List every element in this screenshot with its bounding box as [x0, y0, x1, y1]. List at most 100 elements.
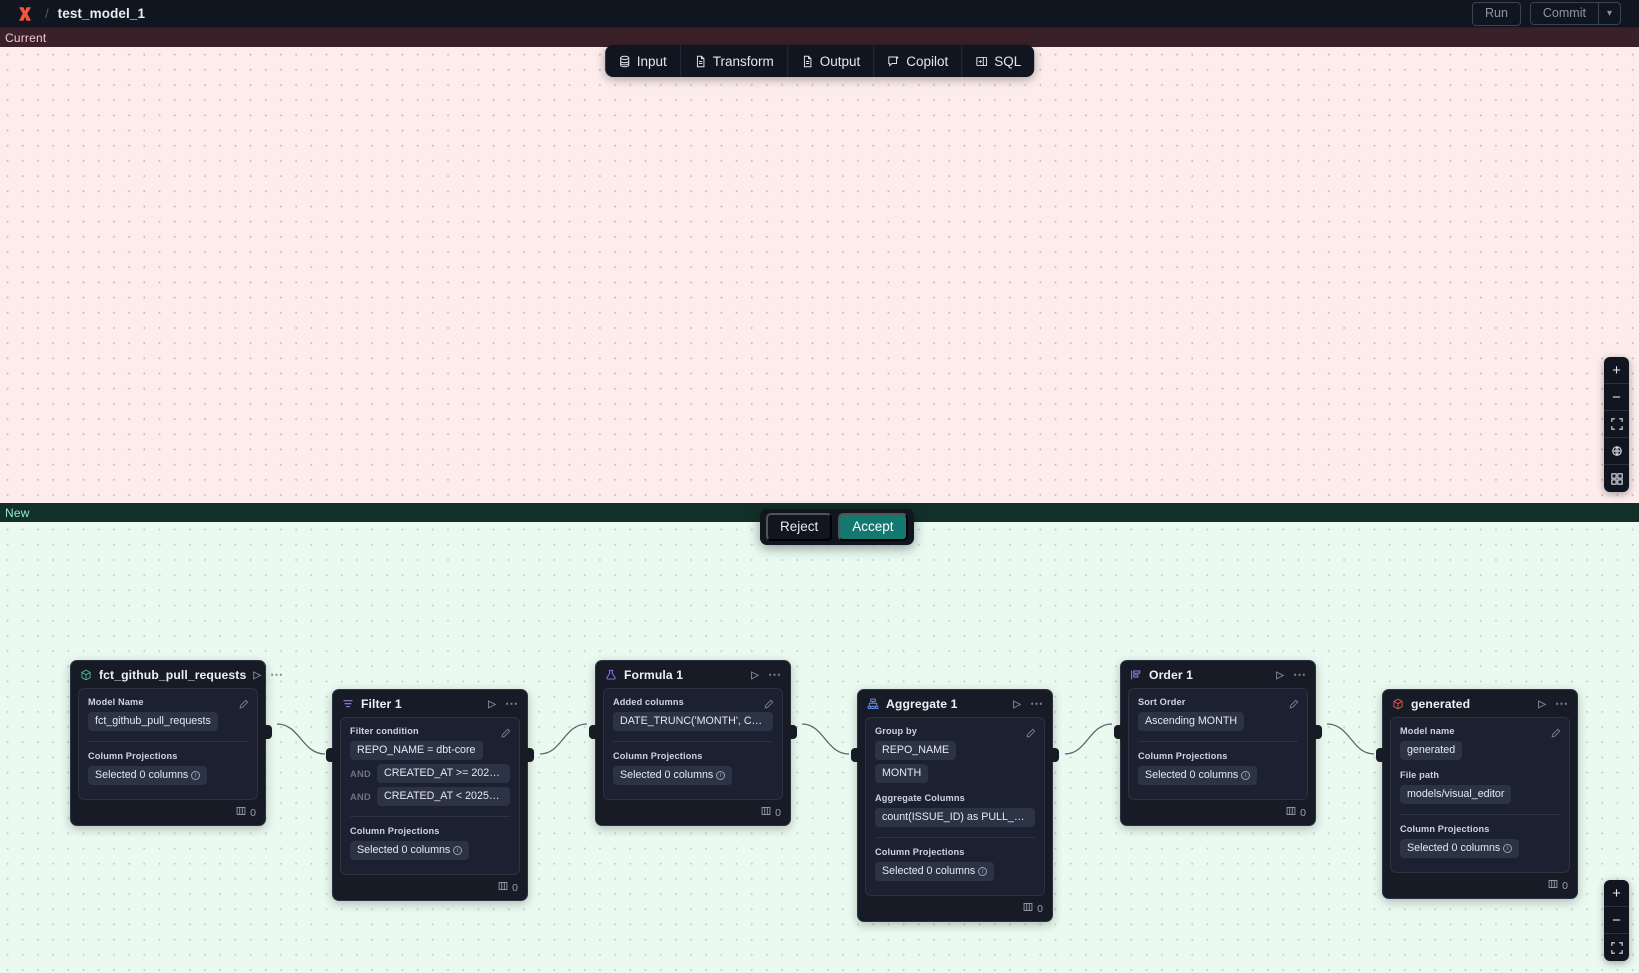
plus-icon[interactable]: + — [1604, 357, 1629, 384]
input-handle[interactable] — [851, 748, 865, 762]
play-icon[interactable]: ▷ — [751, 669, 759, 681]
section-label: Filter condition — [350, 726, 419, 736]
play-icon[interactable]: ▷ — [253, 669, 262, 681]
hex-x-logo-icon[interactable] — [14, 3, 36, 25]
node-generated-output[interactable]: generated ▷ ⋯ Model name generated File … — [1376, 689, 1578, 899]
edit-pencil-icon[interactable] — [1289, 696, 1299, 714]
new-canvas[interactable]: fct_github_pull_requests ▷ ⋯ Model Name … — [0, 522, 1639, 973]
more-options-icon[interactable]: ⋯ — [1030, 696, 1044, 711]
pill-text: Selected 0 columns — [620, 769, 714, 781]
node-source[interactable]: fct_github_pull_requests ▷ ⋯ Model Name … — [70, 660, 283, 826]
info-icon[interactable]: i — [978, 867, 988, 876]
output-handle[interactable] — [783, 725, 797, 739]
columns-icon — [1548, 879, 1558, 892]
info-icon[interactable]: i — [1503, 844, 1513, 853]
minimap-icon[interactable] — [1604, 465, 1629, 492]
group-by-pill[interactable]: MONTH — [875, 764, 929, 783]
node-header[interactable]: generated ▷ ⋯ — [1383, 690, 1577, 717]
more-options-icon[interactable]: ⋯ — [270, 667, 285, 682]
more-options-icon[interactable]: ⋯ — [1293, 667, 1307, 682]
section-label: Group by — [875, 726, 918, 736]
sort-order-pill[interactable]: Ascending MONTH — [1138, 712, 1245, 731]
toolbar-item-sql[interactable]: SQL — [962, 45, 1034, 77]
info-icon[interactable]: i — [453, 846, 463, 855]
node-header[interactable]: Order 1 ▷ ⋯ — [1121, 661, 1315, 688]
toolbar-item-transform[interactable]: Transform — [681, 45, 788, 77]
node-footer: 0 — [333, 875, 527, 900]
input-handle[interactable] — [326, 748, 340, 762]
output-handle[interactable] — [520, 748, 534, 762]
added-columns-pill[interactable]: DATE_TRUNC('MONTH', CREATED_AT… — [613, 712, 773, 731]
edit-pencil-icon[interactable] — [1551, 725, 1561, 743]
fit-view-icon[interactable] — [1604, 411, 1629, 438]
node-formula[interactable]: Formula 1 ▷ ⋯ Added columns DATE_TRUNC('… — [589, 660, 797, 826]
node-body: Model Name fct_github_pull_requests Colu… — [78, 688, 258, 800]
input-handle[interactable] — [589, 725, 603, 739]
play-icon[interactable]: ▷ — [1538, 698, 1546, 710]
edit-pencil-icon[interactable] — [239, 696, 249, 714]
value-row: models/visual_editor — [1400, 785, 1560, 804]
run-button[interactable]: Run — [1471, 1, 1521, 26]
input-handle[interactable] — [1114, 725, 1128, 739]
input-handle[interactable] — [1376, 748, 1390, 762]
current-canvas[interactable] — [0, 47, 1639, 503]
play-icon[interactable]: ▷ — [1276, 669, 1284, 681]
edit-pencil-icon[interactable] — [764, 696, 774, 714]
section-label: Model Name — [88, 697, 144, 707]
more-options-icon[interactable]: ⋯ — [1555, 696, 1569, 711]
play-icon[interactable]: ▷ — [1013, 698, 1021, 710]
minus-icon[interactable]: − — [1604, 907, 1629, 934]
info-icon[interactable]: i — [191, 771, 201, 780]
node-header[interactable]: Filter 1 ▷ ⋯ — [333, 690, 527, 717]
node-aggregate[interactable]: Aggregate 1 ▷ ⋯ Group by REPO_NAME MONTH… — [851, 689, 1059, 922]
diff-decision-bar: Reject Accept — [760, 509, 914, 545]
chevron-down-icon[interactable]: ▾ — [1597, 3, 1620, 24]
node-filter[interactable]: Filter 1 ▷ ⋯ Filter condition REPO_NAME … — [326, 689, 534, 901]
more-options-icon[interactable]: ⋯ — [505, 696, 519, 711]
node-footer: 0 — [71, 800, 265, 825]
output-handle[interactable] — [1308, 725, 1322, 739]
reject-button[interactable]: Reject — [766, 513, 833, 541]
value-pill[interactable]: fct_github_pull_requests — [88, 712, 218, 731]
edit-pencil-icon[interactable] — [1026, 725, 1036, 743]
toolbar-item-output[interactable]: Output — [788, 45, 875, 77]
edit-pencil-icon[interactable] — [501, 725, 511, 743]
toolbar-item-label: Transform — [712, 53, 774, 69]
lock-globe-icon[interactable] — [1604, 438, 1629, 465]
node-header[interactable]: Aggregate 1 ▷ ⋯ — [858, 690, 1052, 717]
model-name-pill[interactable]: generated — [1400, 741, 1463, 760]
info-icon[interactable]: i — [716, 771, 726, 780]
more-options-icon[interactable]: ⋯ — [768, 667, 782, 682]
toolbar-item-copilot[interactable]: Copilot — [874, 45, 963, 77]
filter-condition-pill[interactable]: CREATED_AT >= 2024-12-01 — [377, 764, 510, 783]
plus-icon[interactable]: + — [1604, 880, 1629, 907]
minus-glyph: − — [1612, 388, 1621, 406]
node-order[interactable]: Order 1 ▷ ⋯ Sort Order Ascending MONTH C… — [1114, 660, 1322, 826]
node-header[interactable]: Formula 1 ▷ ⋯ — [596, 661, 790, 688]
info-icon[interactable]: i — [1241, 771, 1251, 780]
toolbar-item-label: Copilot — [906, 53, 949, 69]
commit-button[interactable]: Commit — [1542, 6, 1586, 20]
value-row: MONTH — [875, 764, 1035, 783]
play-icon[interactable]: ▷ — [488, 698, 496, 710]
output-handle[interactable] — [258, 725, 272, 739]
fit-view-icon[interactable] — [1604, 934, 1629, 961]
node-header[interactable]: fct_github_pull_requests ▷ ⋯ — [71, 661, 283, 688]
toolbar-item-input[interactable]: Input — [605, 45, 681, 77]
group-by-pill[interactable]: REPO_NAME — [875, 741, 957, 760]
filter-condition-pill[interactable]: REPO_NAME = dbt-core — [350, 741, 483, 760]
filter-condition-pill[interactable]: CREATED_AT < 2025-03-01 — [377, 787, 510, 806]
accept-button[interactable]: Accept — [838, 513, 908, 541]
node-title: Aggregate 1 — [886, 697, 958, 711]
node-body: Sort Order Ascending MONTH Column Projec… — [1128, 688, 1308, 800]
file-path-pill[interactable]: models/visual_editor — [1400, 785, 1512, 804]
output-handle[interactable] — [1045, 748, 1059, 762]
aggregate-columns-pill[interactable]: count(ISSUE_ID) as PULL_REQUEST_… — [875, 808, 1035, 827]
minus-icon[interactable]: − — [1604, 384, 1629, 411]
